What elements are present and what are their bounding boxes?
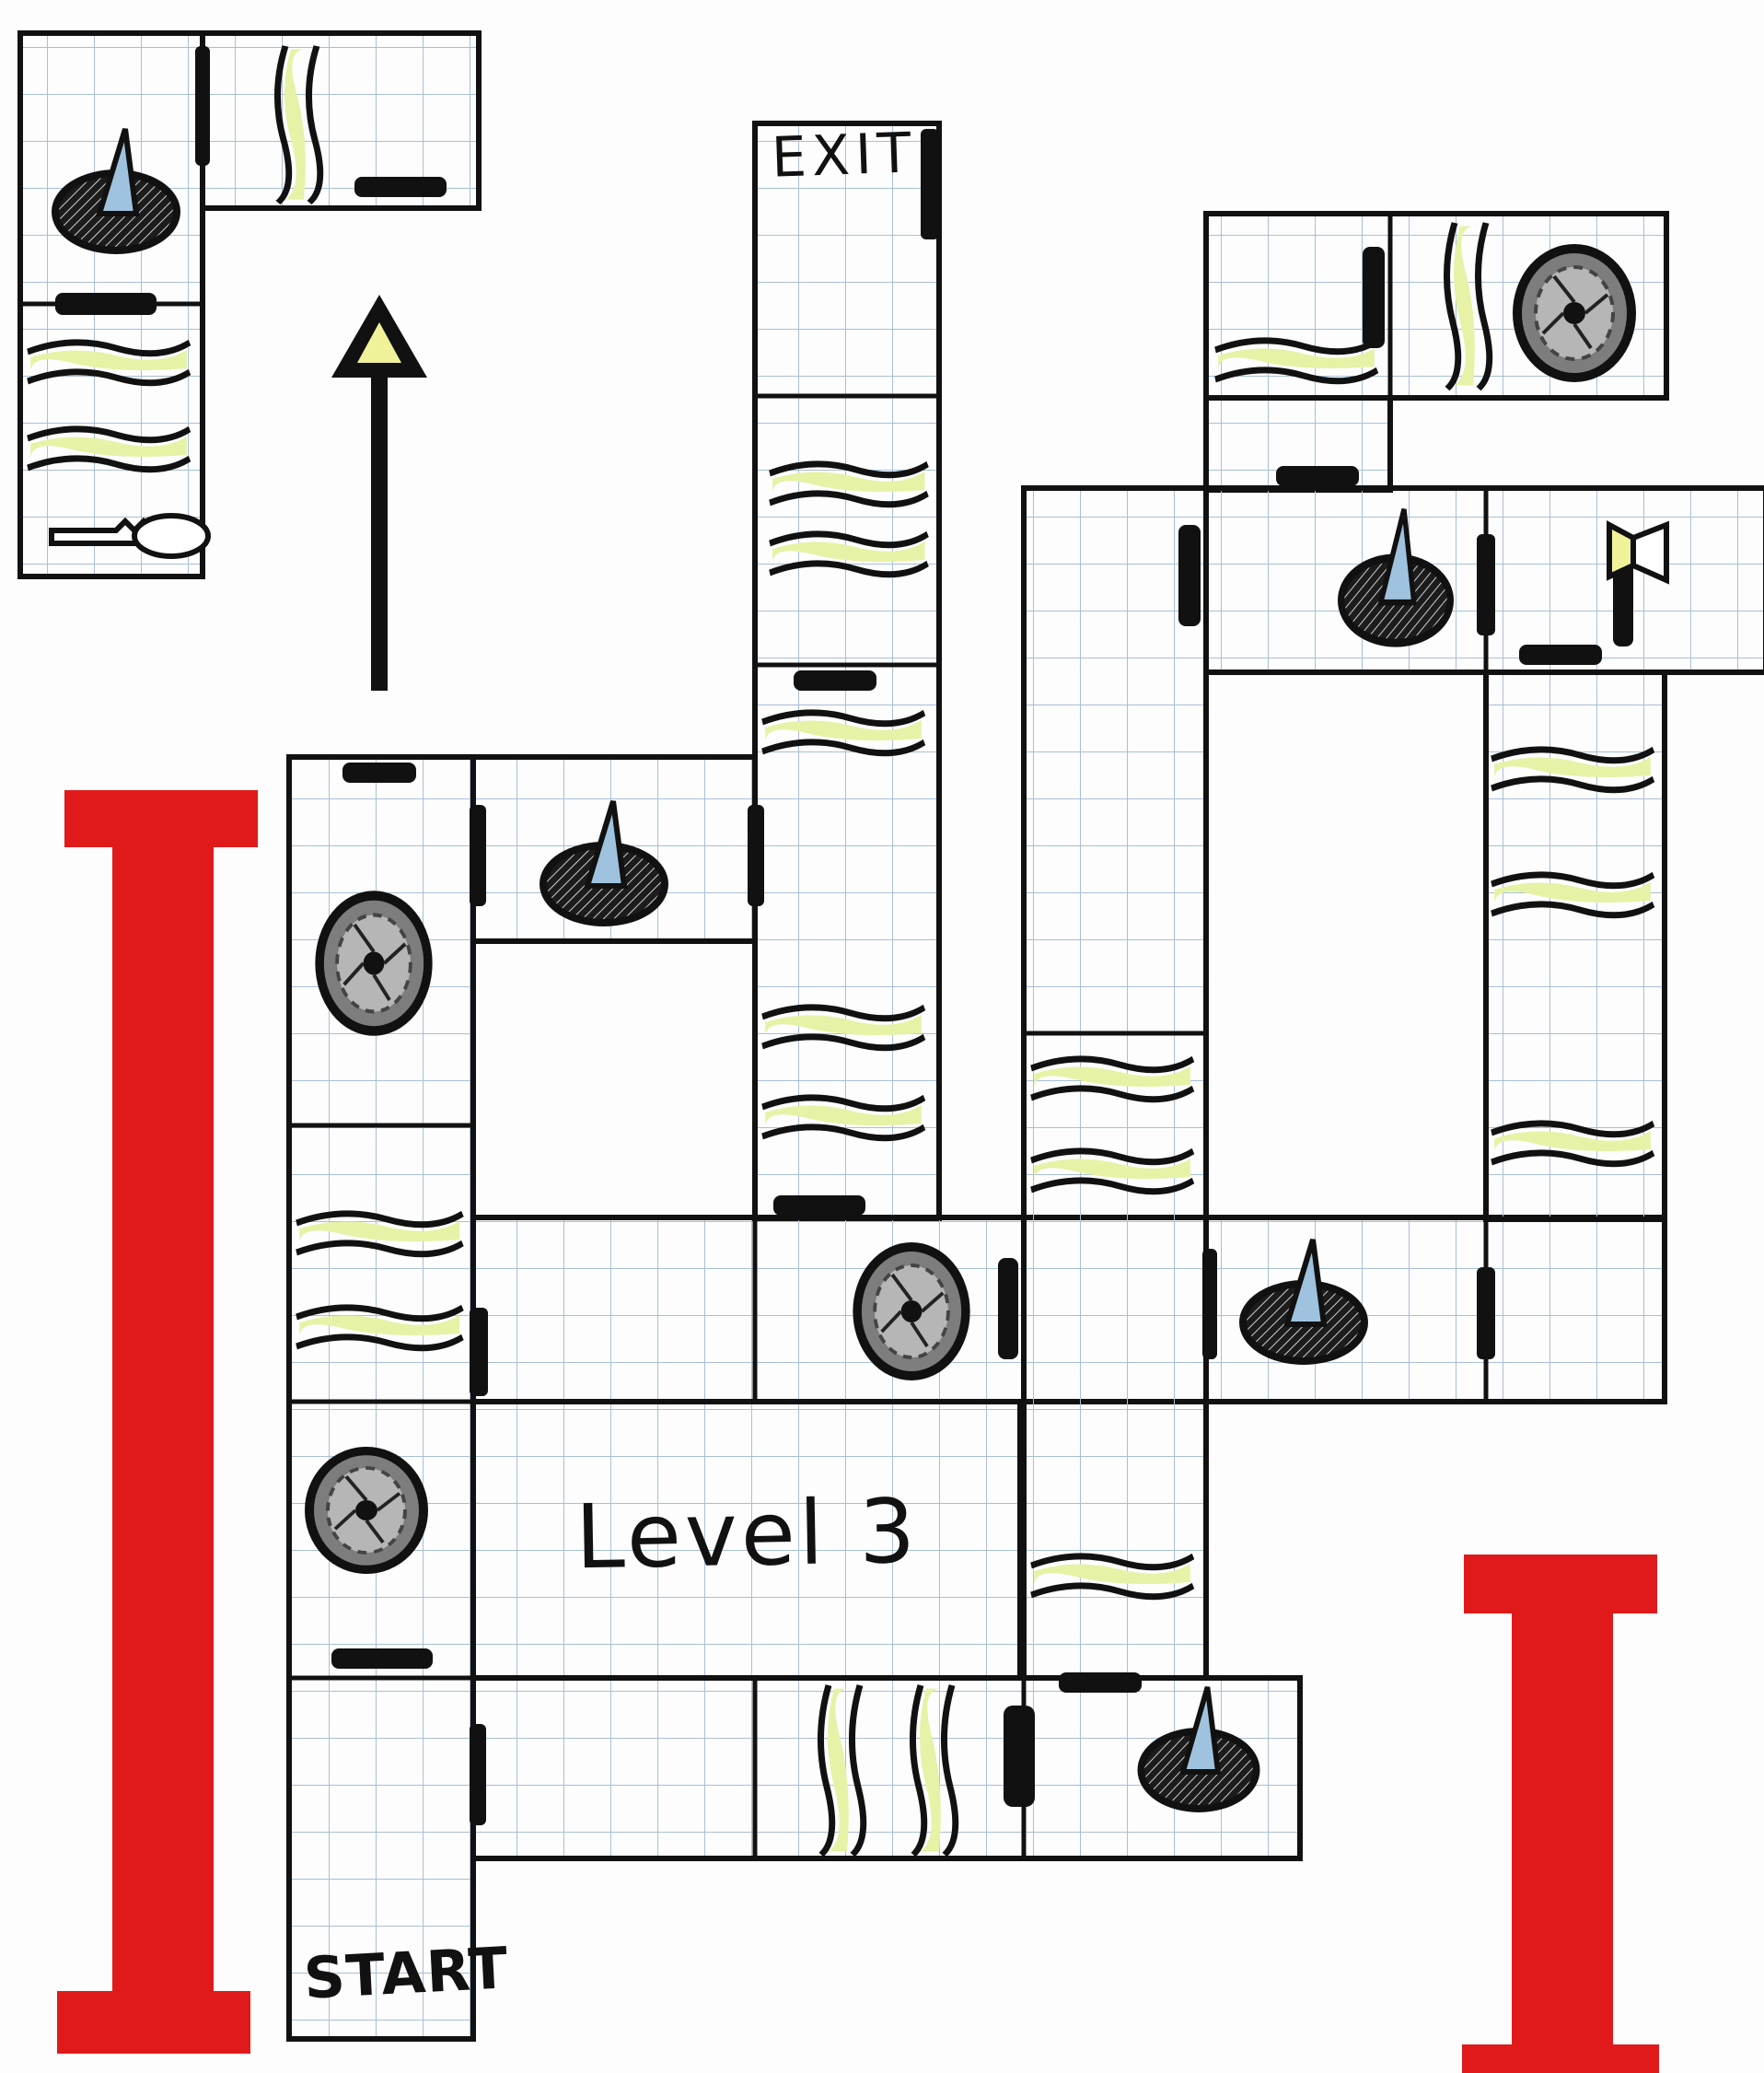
door-icon[interactable]: [342, 763, 416, 783]
door-icon[interactable]: [773, 1195, 865, 1216]
door-icon[interactable]: [195, 46, 210, 166]
door-icon[interactable]: [794, 670, 876, 691]
direction-arrow-icon: [331, 295, 427, 691]
exit-label: EXIT: [771, 121, 918, 190]
door-icon[interactable]: [1477, 534, 1495, 635]
door-icon[interactable]: [1202, 1249, 1217, 1359]
door-icon[interactable]: [1059, 1672, 1142, 1693]
door-icon[interactable]: [55, 293, 157, 315]
pit-trap-icon[interactable]: [319, 896, 428, 1031]
room-floors: [20, 33, 1764, 2039]
level-title: Level 3: [574, 1480, 920, 1589]
door-icon[interactable]: [1363, 247, 1385, 348]
pit-trap-icon[interactable]: [1517, 249, 1631, 378]
start-label: START: [302, 1934, 510, 2012]
door-icon[interactable]: [1004, 1706, 1035, 1807]
door-icon[interactable]: [998, 1258, 1018, 1359]
door-icon[interactable]: [748, 805, 764, 906]
door-icon[interactable]: [354, 177, 447, 197]
door-icon[interactable]: [1477, 1267, 1495, 1359]
door-icon[interactable]: [470, 805, 486, 906]
door-icon[interactable]: [921, 129, 939, 239]
door-icon[interactable]: [1178, 525, 1201, 626]
door-icon[interactable]: [470, 1308, 488, 1396]
pit-trap-icon[interactable]: [309, 1451, 424, 1570]
door-icon[interactable]: [470, 1724, 486, 1825]
pit-trap-icon[interactable]: [857, 1247, 966, 1376]
door-icon[interactable]: [331, 1648, 433, 1669]
door-icon[interactable]: [1519, 645, 1602, 665]
door-icon[interactable]: [1276, 466, 1359, 486]
